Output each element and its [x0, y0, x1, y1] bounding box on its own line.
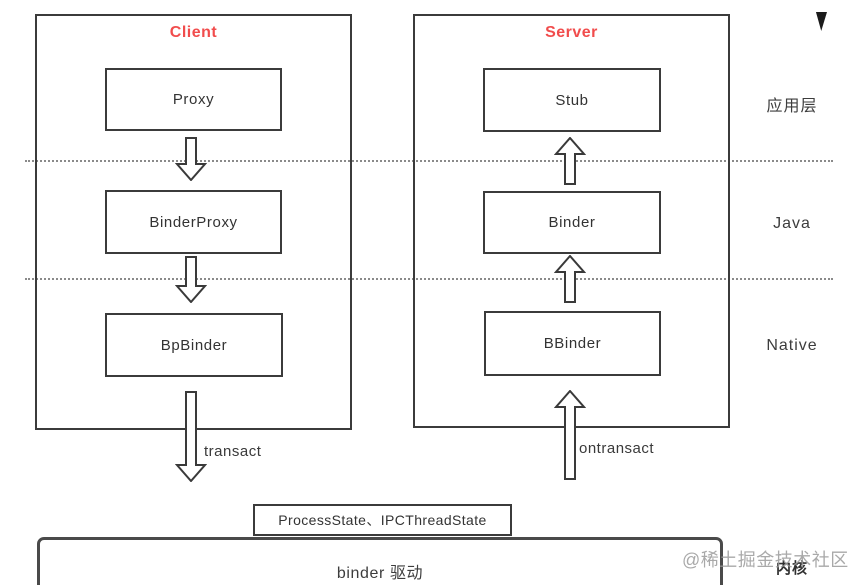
transact-label: transact — [204, 443, 262, 460]
node-bpbinder-label: BpBinder — [160, 336, 228, 354]
binder-driver-box: binder 驱动 — [37, 537, 723, 585]
node-stub-label: Stub — [555, 91, 589, 109]
corner-triangle-icon — [815, 12, 827, 31]
node-binder-label: Binder — [548, 214, 596, 231]
client-title: Client — [169, 24, 218, 41]
binder-driver-label: binder 驱动 — [336, 565, 424, 582]
layer-label-java: Java — [773, 215, 811, 232]
node-bbinder-label: BBinder — [543, 335, 602, 352]
node-proxy: Proxy — [105, 68, 282, 131]
node-binderproxy: BinderProxy — [105, 190, 282, 254]
server-title: Server — [545, 24, 598, 41]
node-binderproxy-label: BinderProxy — [149, 213, 238, 231]
up-arrow-icon-bbinder-to-binder — [554, 255, 586, 303]
up-arrow-icon-ontransact — [554, 390, 586, 480]
layer-label-native: Native — [766, 337, 818, 354]
layer-label-kernel: 内核 — [775, 560, 808, 577]
processstate-ipcthreadstate-box: ProcessState、IPCThreadState — [253, 504, 512, 536]
down-arrow-icon-proxy-to-binderproxy — [175, 137, 207, 181]
layer-label-application: 应用层 — [766, 98, 818, 115]
down-arrow-icon-transact — [175, 391, 207, 482]
down-arrow-icon-binderproxy-to-bpbinder — [175, 256, 207, 303]
up-arrow-icon-binder-to-stub — [554, 137, 586, 185]
processstate-ipcthreadstate-label: ProcessState、IPCThreadState — [278, 512, 487, 528]
node-stub: Stub — [483, 68, 661, 132]
node-binder: Binder — [483, 191, 661, 254]
node-bpbinder: BpBinder — [105, 313, 283, 377]
ontransact-label: ontransact — [579, 440, 655, 457]
juejin-watermark: @稀土掘金技术社区 — [682, 550, 849, 570]
node-proxy-label: Proxy — [172, 91, 215, 108]
layer-divider-app-java — [25, 160, 833, 162]
layer-divider-java-native — [25, 278, 833, 280]
node-bbinder: BBinder — [484, 311, 661, 376]
